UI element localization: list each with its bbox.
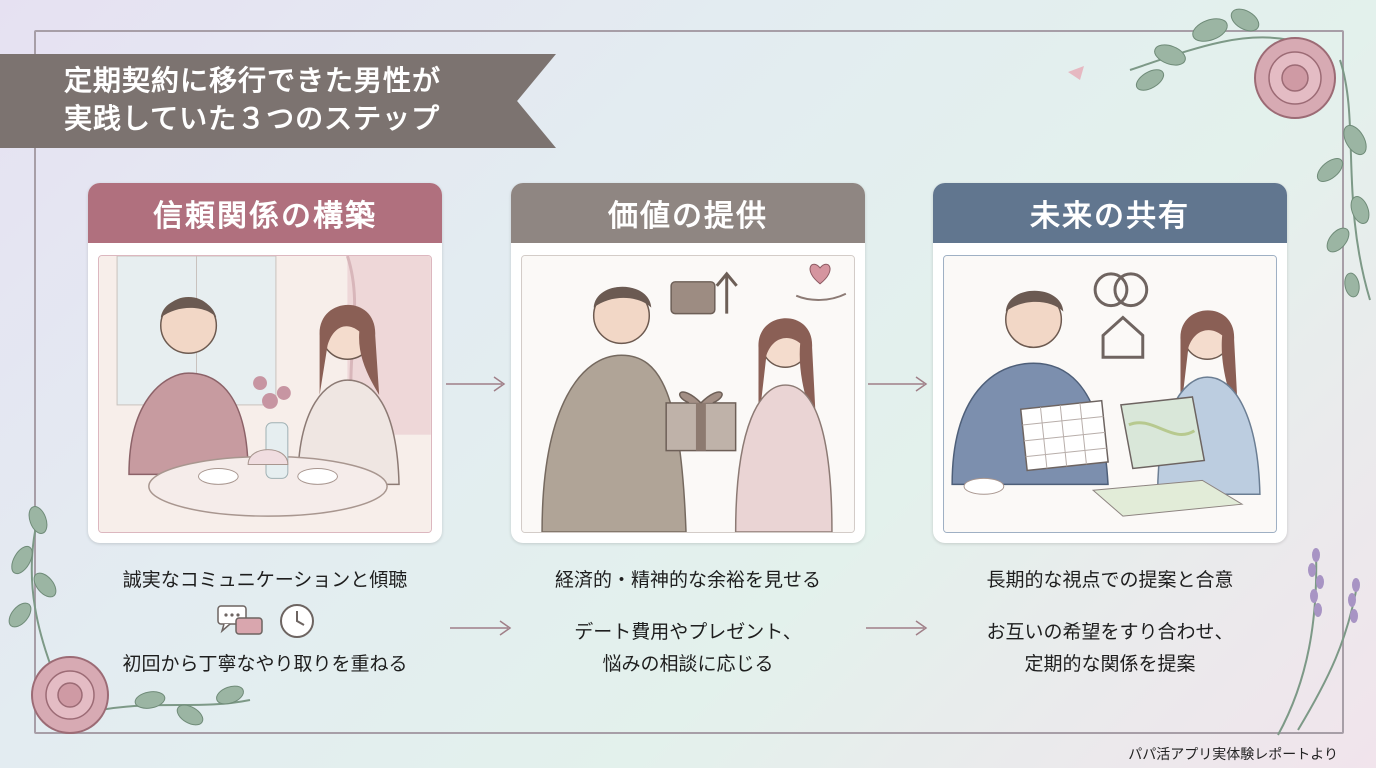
step-detail-future-line1: お互いの希望をすり合わせ、 [986,621,1234,643]
step-detail-value-line2: 悩みの相談に応じる [602,653,774,675]
step-subtitle-trust: 誠実なコミュニケーションと傾聴 [122,569,408,591]
house-icon [1101,315,1145,359]
outer-frame [34,30,1344,734]
planning-couple-illustration [943,255,1277,533]
gift-couple-illustration [521,255,855,533]
heart-hand-icon [809,263,831,285]
step-card-trust: 信頼関係の構築 [88,183,442,543]
title-ribbon: 定期契約に移行できた男性が 実践していた３つのステップ [0,54,556,148]
step-card-future: 未来の共有 [933,183,1287,543]
step-subtitle-future: 長期的な視点での提案と合意 [986,569,1234,591]
step-heading-value: 価値の提供 [511,183,865,243]
cafe-couple-illustration [98,255,432,533]
page-title-line2: 実践していた３つのステップ [64,102,441,135]
source-credit: パパ活アプリ実体験レポートより [1128,747,1338,763]
wallet-icon [670,281,716,315]
arrow-step2-to-step3-upper [868,374,928,394]
step-detail-trust: 初回から丁寧なやり取りを重ねる [122,653,408,675]
up-arrow-icon [715,271,738,314]
step-card-value: 価値の提供 [511,183,865,543]
step-heading-future: 未来の共有 [933,183,1287,243]
step-heading-trust: 信頼関係の構築 [88,183,442,243]
step-detail-value-line1: デート費用やプレゼント、 [574,621,802,643]
page-title-line1: 定期契約に移行できた男性が [64,64,442,97]
calendar-icon [1019,399,1109,472]
arrow-step2-to-step3-lower [866,618,928,638]
step-detail-future-line2: 定期的な関係を提案 [1024,653,1196,675]
arrow-step1-to-step2-upper [446,374,506,394]
arrow-step1-to-step2-lower [450,618,512,638]
rings-icon [1093,272,1149,308]
step-subtitle-value: 経済的・精神的な余裕を見せる [554,569,821,591]
map-icon [1091,396,1244,517]
